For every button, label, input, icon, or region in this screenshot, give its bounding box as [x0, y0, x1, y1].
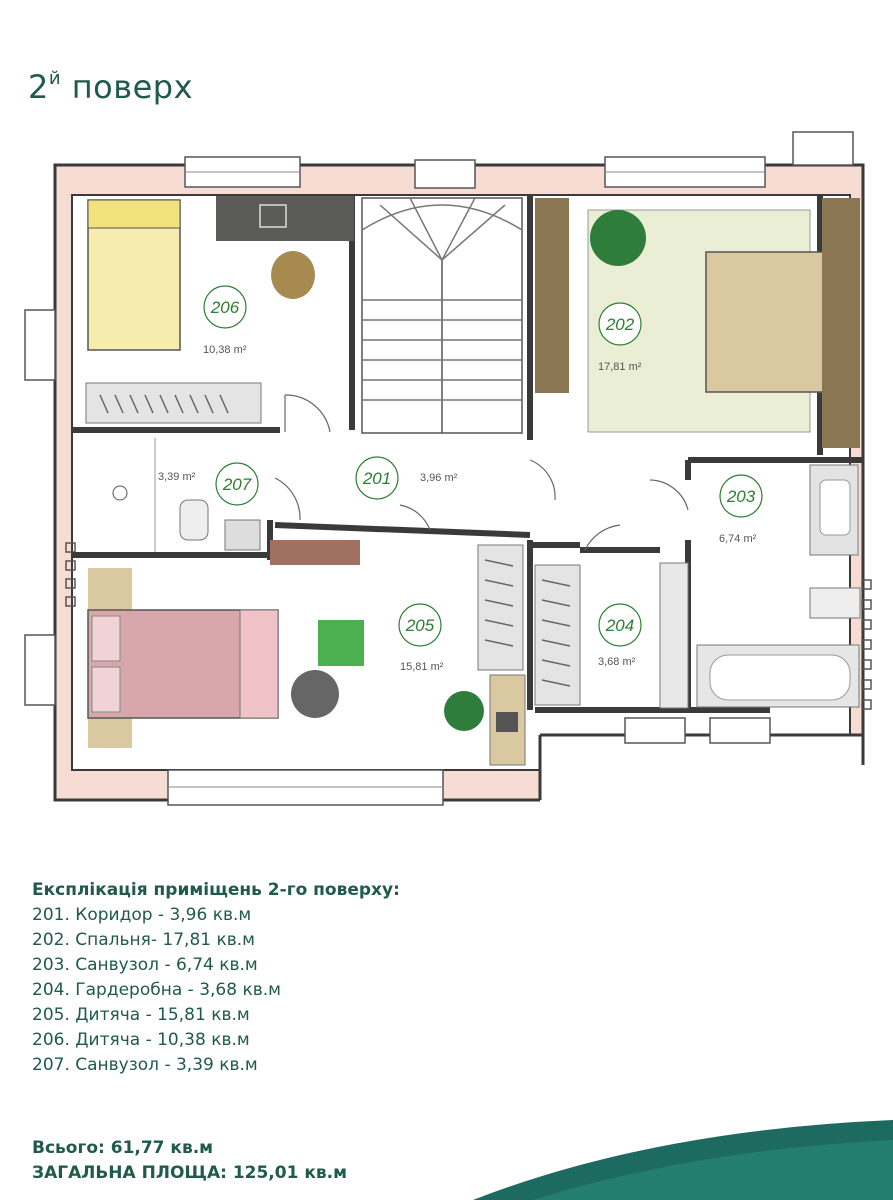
badge-201: 201 3,96 m² — [355, 456, 458, 500]
legend-item: 206. Дитяча - 10,38 кв.м — [32, 1030, 250, 1050]
total-area: Всього: 61,77 кв.м — [32, 1138, 214, 1158]
legend-item: 205. Дитяча - 15,81 кв.м — [32, 1005, 250, 1025]
fixtures-room-203 — [696, 464, 861, 708]
room-204-number: 204 — [605, 616, 634, 635]
fixtures-room-207 — [112, 438, 261, 552]
legend-item: 202. Спальня- 17,81 кв.м — [32, 930, 256, 950]
legend-item: 201. Коридор - 3,96 кв.м — [32, 905, 252, 925]
wardrobe-room-204 — [534, 562, 689, 709]
windows — [24, 131, 872, 806]
room-201-number: 201 — [362, 469, 391, 488]
legend-heading: Експлікація приміщень 2-го поверху: — [32, 880, 400, 900]
desk-room-206 — [216, 196, 354, 299]
floor-number: 2 — [28, 68, 49, 106]
wardrobe-room-206 — [85, 382, 262, 424]
page-title: 2й поверх — [28, 68, 193, 106]
badge-205: 205 15,81 m² — [398, 603, 444, 673]
shelf-room-205 — [270, 540, 360, 565]
overall-area: ЗАГАЛЬНА ПЛОЩА: 125,01 кв.м — [32, 1163, 347, 1183]
room-205-number: 205 — [405, 616, 435, 635]
floor-plan: 206 10,38 m² 202 17,81 m² 207 3,39 m² 20… — [24, 131, 872, 806]
room-207-number: 207 — [222, 475, 252, 494]
legend-item: 203. Санвузол - 6,74 кв.м — [32, 955, 258, 975]
floor-word: поверх — [71, 68, 194, 106]
wardrobe-room-202 — [535, 198, 569, 393]
doors — [274, 394, 689, 551]
badge-207: 207 3,39 m² — [158, 462, 259, 506]
cabinet-room-202 — [822, 198, 860, 448]
room-203-area: 6,74 m² — [719, 533, 757, 545]
room-203-number: 203 — [726, 487, 756, 506]
legend-item: 204. Гардеробна - 3,68 кв.м — [32, 980, 281, 1000]
room-202-area: 17,81 m² — [598, 361, 642, 373]
room-legend: Експлікація приміщень 2-го поверху: 201.… — [32, 880, 400, 1078]
floor-suffix: й — [48, 68, 62, 90]
badge-206: 206 10,38 m² — [203, 285, 247, 356]
room-206-number: 206 — [210, 298, 240, 317]
room-207-area: 3,39 m² — [158, 471, 196, 483]
staircase — [361, 197, 523, 434]
badge-203: 203 6,74 m² — [719, 474, 763, 545]
plant-room-202 — [590, 210, 646, 266]
badge-202: 202 17,81 m² — [598, 302, 642, 373]
badge-204: 204 3,68 m² — [598, 603, 642, 668]
room-206-area: 10,38 m² — [203, 344, 247, 356]
decorative-wave — [473, 1120, 893, 1200]
plant-room-205 — [444, 691, 484, 731]
legend-item: 207. Санвузол - 3,39 кв.м — [32, 1055, 258, 1075]
room-201-area: 3,96 m² — [420, 472, 458, 484]
ottoman-room-205 — [291, 670, 339, 718]
totals-block: Всього: 61,77 кв.м ЗАГАЛЬНА ПЛОЩА: 125,0… — [32, 1136, 347, 1186]
bed-room-205 — [87, 568, 279, 748]
interior-walls — [72, 195, 863, 713]
wardrobe-room-205 — [477, 544, 526, 766]
room-205-area: 15,81 m² — [400, 661, 444, 673]
chair-room-205 — [318, 620, 364, 666]
room-202-number: 202 — [605, 315, 635, 334]
bed-room-206 — [87, 199, 181, 351]
room-204-area: 3,68 m² — [598, 656, 636, 668]
